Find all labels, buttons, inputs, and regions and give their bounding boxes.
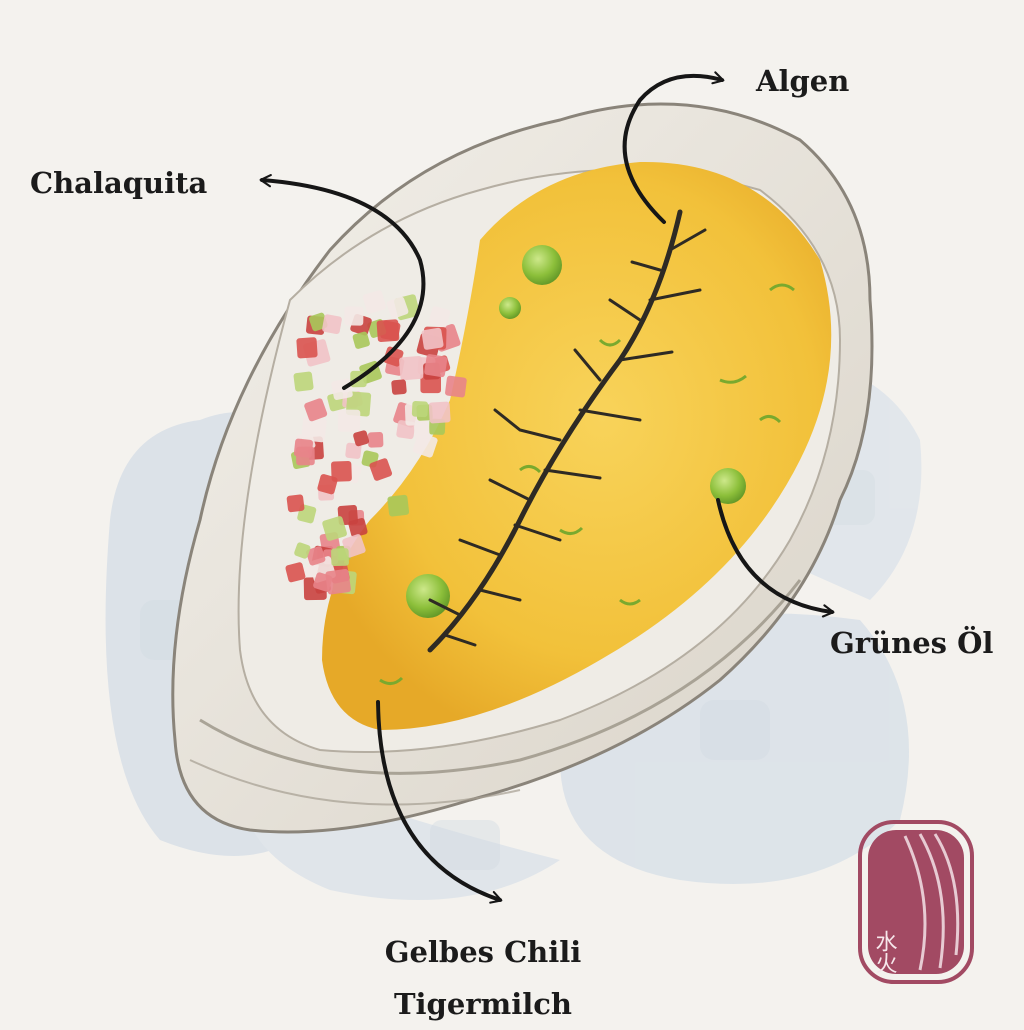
chalaquita-cube	[399, 356, 424, 381]
chalaquita-cube	[313, 572, 333, 592]
algen-seaweed	[427, 209, 707, 653]
chalaquita-cube	[445, 375, 467, 398]
gruenes-oel-drops	[379, 245, 795, 685]
chalaquita-cube	[345, 442, 362, 459]
chalaquita-cube	[285, 562, 306, 583]
chalaquita-cube	[293, 371, 314, 392]
arrow-gruenes-oel	[716, 498, 835, 618]
chalaquita-cube	[325, 569, 351, 595]
chalaquita-cube	[376, 319, 400, 343]
chalaquita-mix	[285, 290, 467, 601]
chalaquita-cube	[386, 296, 409, 319]
label-algen: Algen	[756, 64, 850, 98]
chalaquita-cube	[424, 354, 448, 378]
chalaquita-cube	[296, 446, 315, 466]
chalaquita-cube	[331, 548, 349, 567]
arrow-chalaquita	[259, 174, 426, 390]
chalaquita-cube	[331, 378, 353, 400]
chalaquita-cube	[322, 314, 342, 335]
chalaquita-cube	[412, 432, 438, 458]
tigermilch-cream	[322, 161, 832, 730]
chalaquita-cube	[383, 346, 404, 367]
arrow-algen	[622, 71, 725, 224]
chalaquita-cube	[387, 494, 410, 517]
label-tigermilch-line2: Tigermilch	[393, 987, 573, 1021]
chalaquita-cube	[352, 331, 370, 349]
chalaquita-cube	[296, 337, 318, 359]
chalaquita-cube	[344, 306, 364, 326]
chalaquita-cube	[367, 432, 384, 448]
chalaquita-cube	[428, 306, 451, 328]
chalaquita-cube	[322, 516, 347, 541]
seal-stamp: 水火	[858, 820, 974, 984]
label-chalaquita: Chalaquita	[30, 166, 208, 200]
chalaquita-cube	[306, 546, 326, 566]
chalaquita-cube	[286, 494, 305, 513]
chalaquita-cube	[369, 458, 393, 481]
chalaquita-cube	[337, 409, 361, 432]
chalaquita-cube	[411, 400, 429, 418]
chalaquita-cube	[362, 290, 387, 314]
label-tigermilch: Gelbes Chili Tigermilch	[318, 926, 648, 1030]
arrow-tigermilch	[376, 700, 503, 904]
chalaquita-cube	[301, 416, 327, 443]
label-tigermilch-line1: Gelbes Chili	[384, 935, 582, 969]
chalaquita-cube	[413, 423, 430, 439]
seal-text: 水火	[872, 930, 898, 974]
annotation-arrows	[259, 71, 835, 904]
chalaquita-cube	[294, 542, 311, 559]
chalaquita-cube	[353, 430, 370, 447]
label-gruenes-oel: Grünes Öl	[830, 626, 994, 660]
chalaquita-cube	[391, 379, 407, 395]
chalaquita-cube	[331, 460, 352, 482]
chalaquita-cube	[428, 401, 451, 424]
chalaquita-cube	[421, 327, 444, 350]
chalaquita-cube	[304, 398, 328, 422]
